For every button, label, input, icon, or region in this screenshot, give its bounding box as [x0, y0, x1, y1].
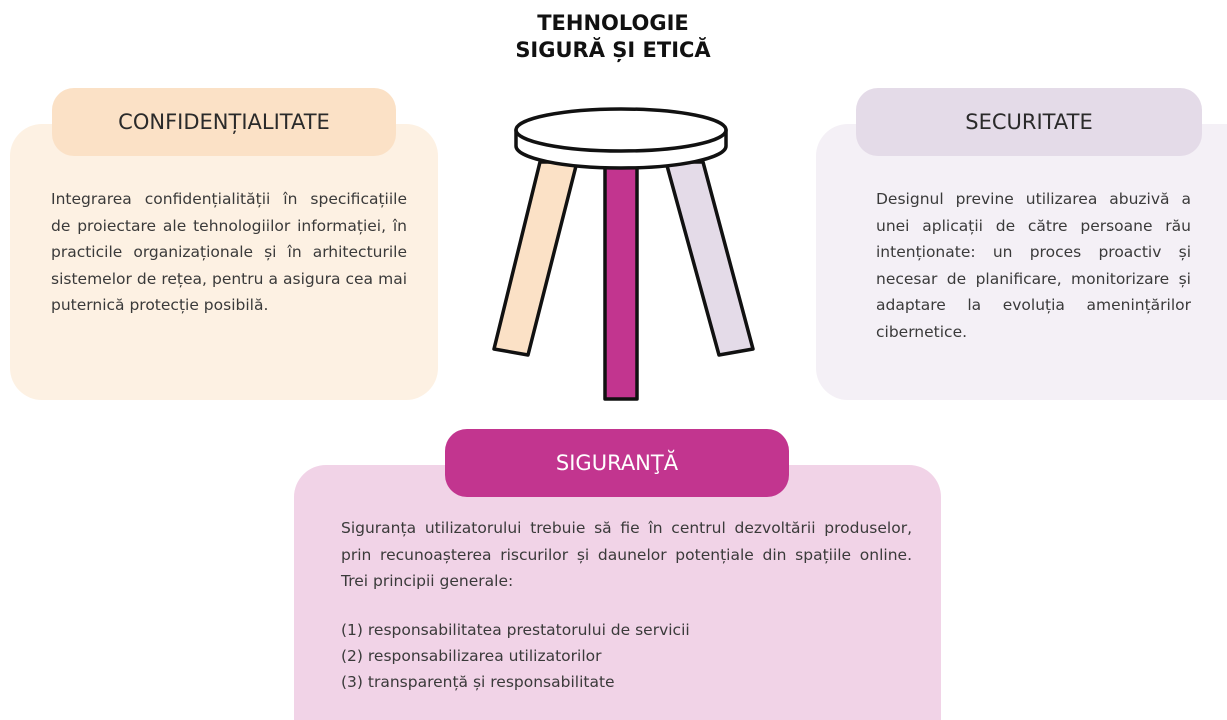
confidentialitate-text: Integrarea confidențialității în specifi… — [51, 190, 407, 314]
title-line-2: SIGURĂ ȘI ETICĂ — [515, 38, 711, 62]
principle-item-1: (1) responsabilitatea prestatorului de s… — [341, 621, 690, 639]
title-line-1: TEHNOLOGIE — [537, 11, 689, 35]
securitate-label: SECURITATE — [856, 88, 1202, 156]
stool-seat-top — [514, 107, 728, 153]
securitate-panel — [816, 124, 1227, 400]
principles-list: (1) responsabilitatea prestatorului de s… — [341, 617, 841, 695]
stool-leg-securitate — [664, 160, 755, 357]
three-legged-stool-icon — [492, 107, 755, 401]
siguranta-text: Siguranța utilizatorului trebuie să fie … — [341, 519, 912, 590]
securitate-text: Designul previne utilizarea abuzivă a un… — [876, 190, 1191, 341]
stool-leg-siguranta — [603, 162, 639, 401]
confidentialitate-panel — [10, 124, 438, 400]
siguranta-label: SIGURANŢĂ — [445, 429, 789, 497]
principle-item-3: (3) transparență și responsabilitate — [341, 673, 615, 691]
confidentialitate-label: CONFIDENȚIALITATE — [52, 88, 396, 156]
diagram-title: TEHNOLOGIE SIGURĂ ȘI ETICĂ — [463, 10, 763, 64]
principle-item-2: (2) responsabilizarea utilizatorilor — [341, 647, 602, 665]
stool-leg-confidentialitate — [492, 160, 579, 357]
siguranta-panel — [294, 465, 941, 720]
